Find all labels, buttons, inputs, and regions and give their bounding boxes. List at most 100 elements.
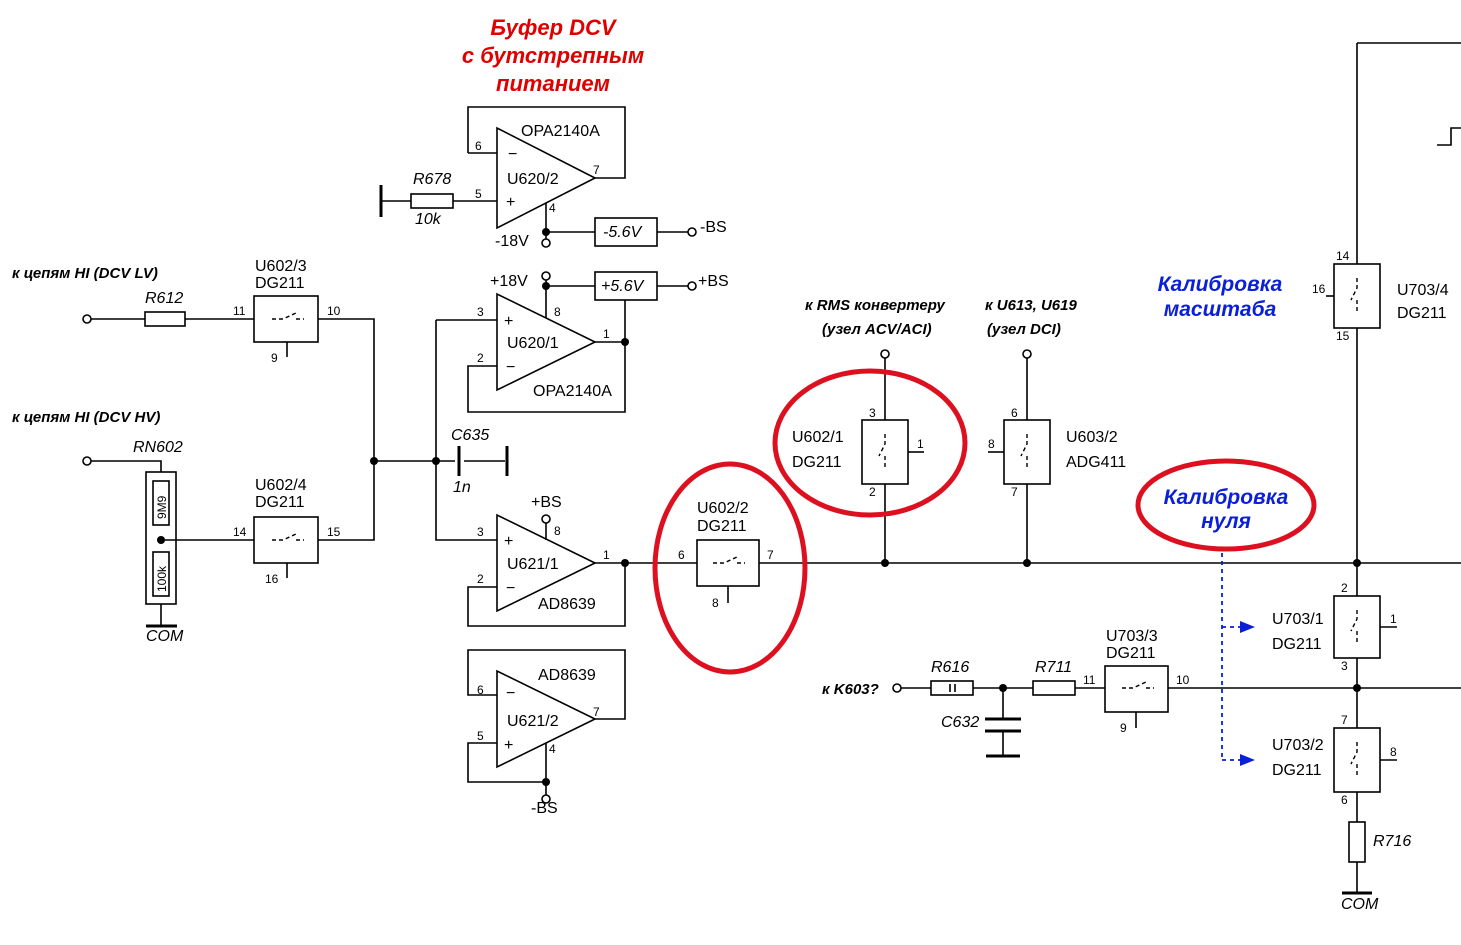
- svg-text:3: 3: [477, 525, 484, 539]
- svg-text:14: 14: [233, 525, 247, 539]
- switch-u703-4: U703/4 DG211 14 16 15: [1312, 249, 1449, 343]
- opamp-part: AD8639: [538, 596, 596, 613]
- svg-text:2: 2: [869, 485, 876, 499]
- svg-text:U602/4: U602/4: [255, 477, 307, 494]
- rail-neg-bs: -BS: [700, 219, 727, 236]
- switch-u703-1: U703/1 DG211 2 1 3: [1272, 581, 1397, 673]
- zero-cal-arrows: [1221, 553, 1255, 766]
- resistor-r678: [410, 193, 454, 209]
- svg-text:DG211: DG211: [1272, 636, 1322, 653]
- svg-text:2: 2: [477, 572, 484, 586]
- svg-text:16: 16: [265, 572, 279, 586]
- resistor-r711: R711: [1032, 659, 1076, 696]
- reference-neg-label: -5.6V: [603, 224, 643, 241]
- svg-text:7: 7: [593, 163, 600, 177]
- r678-value: 10k: [415, 211, 442, 228]
- svg-text:−: −: [506, 580, 515, 597]
- svg-text:2: 2: [477, 351, 484, 365]
- switch-u603-2: U603/2 ADG411 6 8 7: [988, 406, 1126, 499]
- terminal-rms[interactable]: [880, 349, 890, 359]
- svg-text:U703/1: U703/1: [1272, 611, 1324, 628]
- svg-text:11: 11: [233, 304, 246, 318]
- svg-text:6: 6: [1341, 793, 1348, 807]
- terminal-bs-bottom: [541, 794, 551, 804]
- svg-text:4: 4: [549, 201, 556, 215]
- terminal-pos-bs: [687, 281, 697, 291]
- svg-text:10: 10: [1176, 673, 1190, 687]
- terminal-hi-lv[interactable]: [82, 314, 92, 324]
- terminal-bs-amp: [541, 514, 551, 524]
- buffer-title-line3: питанием: [496, 71, 610, 96]
- svg-text:−: −: [508, 146, 517, 163]
- highlight-u602-2: [652, 461, 808, 675]
- reference-pos: [594, 271, 658, 301]
- reference-neg: [594, 217, 658, 247]
- svg-text:9M9: 9M9: [155, 495, 169, 519]
- svg-text:U602/3: U602/3: [255, 258, 307, 275]
- zero-cal-line2: нуля: [1201, 510, 1251, 533]
- svg-text:U603/2: U603/2: [1066, 429, 1118, 446]
- r678-label: R678: [413, 171, 451, 188]
- svg-text:DG211: DG211: [1106, 645, 1156, 662]
- svg-text:6: 6: [475, 139, 482, 153]
- svg-text:DG211: DG211: [255, 494, 305, 511]
- switch-u602-3: U602/3 DG211 11 10 9: [233, 258, 341, 365]
- terminal-dci[interactable]: [1022, 349, 1032, 359]
- svg-text:U602/2: U602/2: [697, 500, 749, 517]
- svg-text:U703/3: U703/3: [1106, 628, 1158, 645]
- svg-text:4: 4: [549, 742, 556, 756]
- buffer-title-line1: Буфер DCV: [490, 15, 618, 40]
- switch-u602-4: U602/4 DG211 14 15 16: [233, 477, 341, 586]
- svg-text:6: 6: [477, 683, 484, 697]
- terminal-k603[interactable]: [892, 683, 902, 693]
- svg-text:C635: C635: [451, 427, 489, 444]
- terminal-hi-hv[interactable]: [82, 456, 92, 466]
- note-rms-1: к RMS конвертеру: [805, 297, 946, 314]
- buffer-title: Буфер DCV с бутстрепным питанием: [462, 15, 644, 96]
- svg-text:1: 1: [603, 327, 610, 341]
- svg-text:1: 1: [1390, 612, 1397, 626]
- svg-text:3: 3: [1341, 659, 1348, 673]
- svg-text:14: 14: [1336, 249, 1350, 263]
- note-hi-lv: к цепям HI (DCV LV): [12, 265, 158, 282]
- svg-text:6: 6: [1011, 406, 1018, 420]
- opamp-ref: U620/2: [507, 171, 559, 188]
- capacitor-c632: C632: [941, 688, 1021, 758]
- svg-text:8: 8: [554, 305, 561, 319]
- reference-pos-label: +5.6V: [601, 278, 645, 295]
- svg-text:15: 15: [327, 525, 341, 539]
- svg-text:7: 7: [1011, 485, 1018, 499]
- com-left: COM: [146, 628, 184, 645]
- terminal-neg18: [541, 238, 551, 248]
- svg-text:1: 1: [603, 548, 610, 562]
- svg-text:7: 7: [1341, 713, 1348, 727]
- svg-text:DG211: DG211: [1397, 305, 1447, 322]
- opamp-u620-2: − + U620/2 OPA2140A 6 5 7 4: [475, 123, 600, 230]
- svg-text:R711: R711: [1035, 659, 1072, 676]
- svg-text:8: 8: [988, 437, 995, 451]
- opamp-part: OPA2140A: [521, 123, 600, 140]
- svg-text:3: 3: [477, 305, 484, 319]
- svg-text:U703/2: U703/2: [1272, 737, 1324, 754]
- svg-text:2: 2: [1341, 581, 1348, 595]
- highlight-u602-1: [772, 368, 968, 518]
- opamp-ref: U620/1: [507, 335, 559, 352]
- opamp-ref: U621/1: [507, 556, 559, 573]
- svg-text:C632: C632: [941, 714, 979, 731]
- svg-text:8: 8: [712, 596, 719, 610]
- svg-text:+: +: [506, 194, 515, 211]
- svg-text:+: +: [504, 313, 513, 330]
- resistor-r616: R616: [930, 659, 974, 696]
- opamp-part: OPA2140A: [533, 383, 612, 400]
- rail-bs-bottom: -BS: [531, 800, 558, 817]
- opamp-u621-2: − + U621/2 AD8639 6 5 7 4: [477, 667, 600, 769]
- svg-text:−: −: [506, 359, 515, 376]
- resistor-r612: [144, 311, 186, 327]
- svg-text:10: 10: [327, 304, 341, 318]
- svg-text:7: 7: [767, 548, 774, 562]
- capacitor-c635: C635 1n: [451, 427, 509, 496]
- resistor-r716: R716: [1348, 821, 1411, 863]
- svg-text:+: +: [504, 737, 513, 754]
- svg-text:DG211: DG211: [255, 275, 305, 292]
